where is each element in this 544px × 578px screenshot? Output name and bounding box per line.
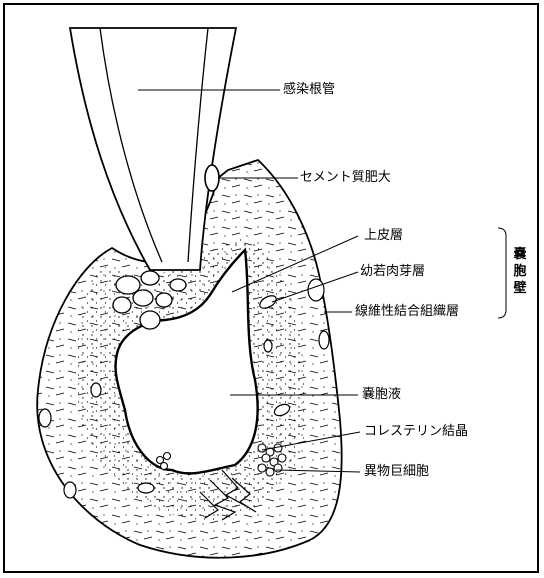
- cementum-bulge: [205, 165, 219, 191]
- label-fibrous-connective-layer: 線維性結合組織層: [355, 304, 459, 320]
- label-cholesterol-crystals: コレステリン結晶: [364, 424, 468, 440]
- label-infected-root-canal: 感染根管: [283, 82, 335, 98]
- label-epithelial-layer: 上皮層: [364, 228, 403, 244]
- label-cyst-wall: 嚢胞壁: [512, 246, 528, 297]
- label-granulation-layer: 幼若肉芽層: [360, 264, 425, 280]
- label-foreign-body-giant-cells: 異物巨細胞: [364, 464, 429, 480]
- label-cementum-hypertrophy: セメント質肥大: [300, 170, 391, 186]
- label-cyst-fluid: 嚢胞液: [362, 387, 401, 403]
